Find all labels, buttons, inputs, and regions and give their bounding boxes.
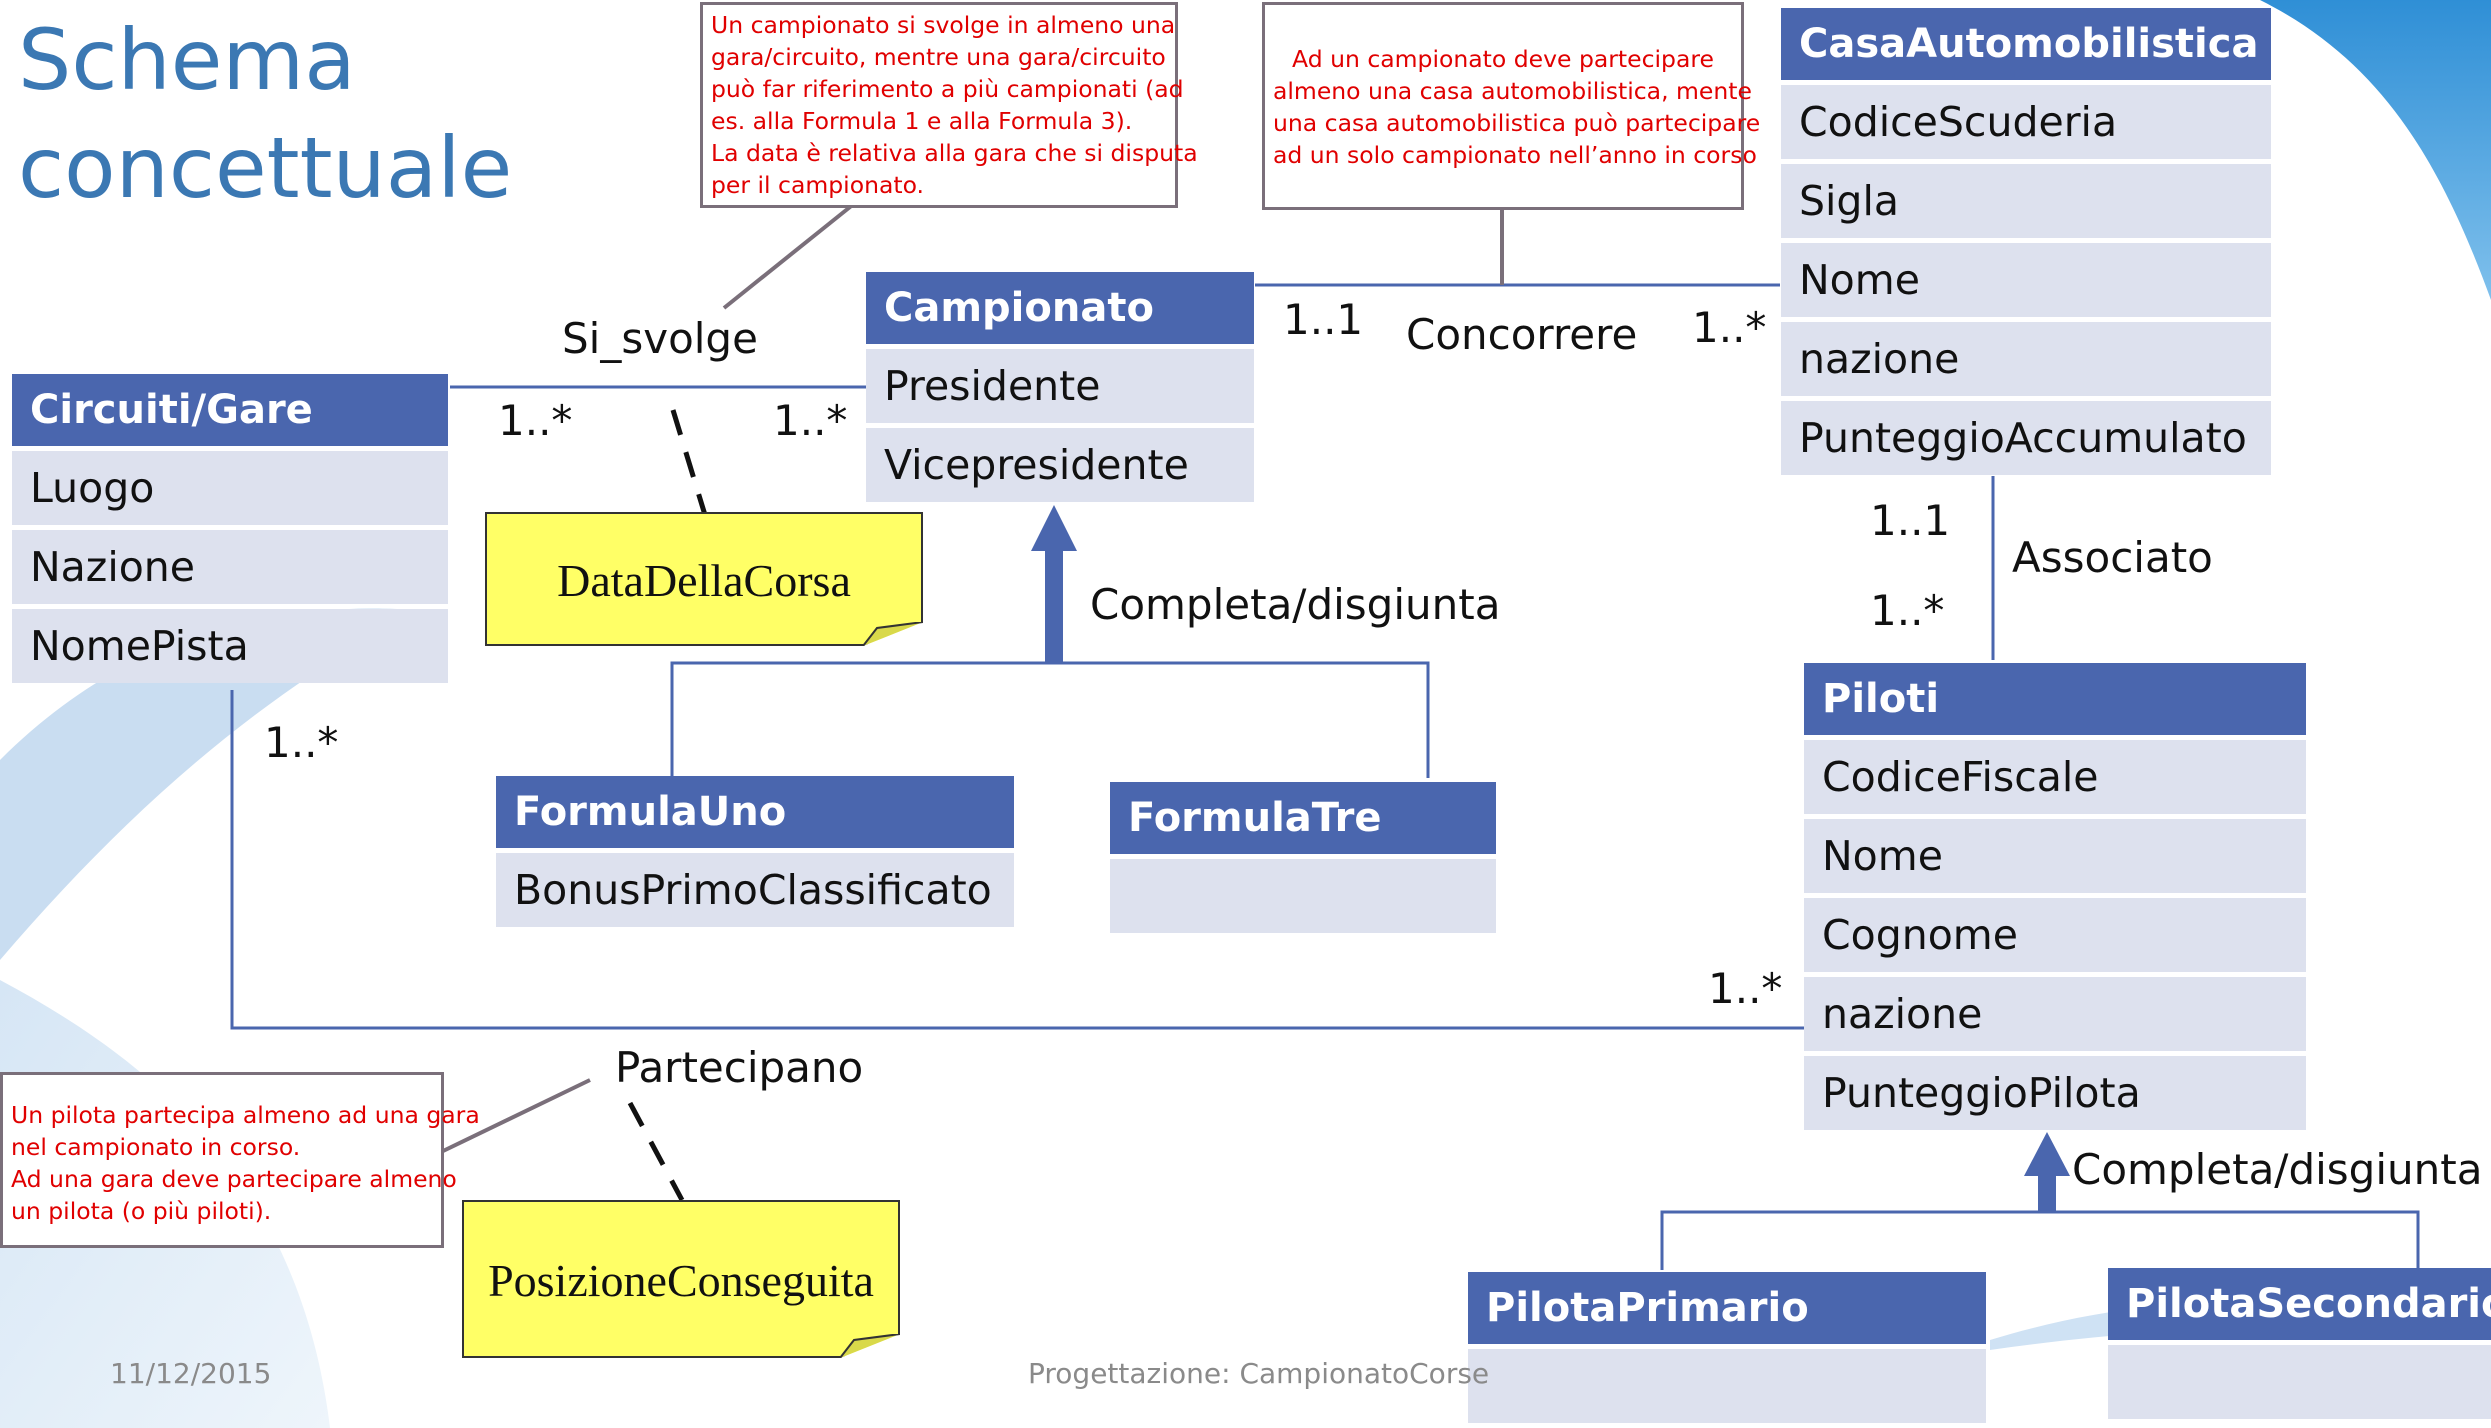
class-attribute: Cognome — [1804, 898, 2306, 972]
multiplicity-partecipano-piloti: 1..* — [1708, 964, 1783, 1013]
class-header: Campionato — [866, 272, 1254, 344]
note-line: nel campionato in corso. — [11, 1133, 301, 1161]
note-concorrere: Ad un campionato deve partecipare almeno… — [1262, 2, 1761, 210]
class-attribute: nazione — [1781, 322, 2271, 396]
data-della-corsa-dashed-link — [670, 409, 708, 516]
slide-title-line1: Schema — [18, 11, 356, 109]
association-concorrere-label: Concorrere — [1406, 310, 1638, 359]
note-line: Ad un campionato deve partecipare — [1292, 45, 1714, 73]
class-attribute: Nazione — [12, 530, 448, 604]
class-piloti[interactable]: Piloti CodiceFiscale Nome Cognome nazion… — [1804, 663, 2306, 1130]
association-class-posizione-conseguita: PosizioneConseguita — [462, 1200, 900, 1358]
page-fold-icon — [863, 622, 923, 646]
class-header: FormulaUno — [496, 776, 1014, 848]
page-fold-icon — [840, 1334, 900, 1358]
multiplicity-si-svolge-circuiti: 1..* — [498, 396, 573, 445]
note-si-svolge: Un campionato si svolge in almeno una ga… — [700, 2, 1198, 208]
generalization-piloti-label: Completa/disgiunta — [2072, 1145, 2483, 1194]
note-line: La data è relativa alla gara che si disp… — [711, 139, 1198, 167]
note-line: gara/circuito, mentre una gara/circuito — [711, 43, 1166, 71]
note-line: Ad una gara deve partecipare almeno — [11, 1165, 457, 1193]
class-pilota-secondario[interactable]: PilotaSecondario — [2108, 1268, 2491, 1419]
multiplicity-associato-piloti: 1..* — [1870, 586, 1945, 635]
class-circuiti-gare[interactable]: Circuiti/Gare Luogo Nazione NomePista — [12, 374, 448, 683]
class-casa-automobilistica[interactable]: CasaAutomobilistica CodiceScuderia Sigla… — [1781, 8, 2271, 475]
class-attribute-empty — [2108, 1345, 2491, 1419]
association-associato-label: Associato — [2012, 533, 2213, 582]
posizione-conseguita-dashed-link — [627, 1101, 685, 1202]
class-formula-uno[interactable]: FormulaUno BonusPrimoClassificato — [496, 776, 1014, 927]
class-attribute: Vicepresidente — [866, 428, 1254, 502]
class-attribute: CodiceScuderia — [1781, 85, 2271, 159]
multiplicity-associato-casa: 1..1 — [1870, 496, 1951, 545]
note-line: ad un solo campionato nell’anno in corso — [1273, 141, 1757, 169]
class-attribute: nazione — [1804, 977, 2306, 1051]
campionato-gen-stem — [1045, 540, 1063, 663]
note-line: per il campionato. — [711, 171, 925, 199]
association-class-label: DataDellaCorsa — [557, 555, 851, 606]
slide-title-line2: concettuale — [18, 119, 513, 217]
multiplicity-concorrere-casa: 1..* — [1692, 303, 1767, 352]
footer-text: Progettazione: CampionatoCorse — [1028, 1357, 1490, 1390]
class-attribute: Presidente — [866, 349, 1254, 423]
class-header: CasaAutomobilistica — [1781, 8, 2271, 80]
class-attribute-empty — [1468, 1349, 1986, 1423]
class-attribute: BonusPrimoClassificato — [496, 853, 1014, 927]
note-line: una casa automobilistica può partecipare — [1273, 109, 1761, 137]
association-si-svolge-label: Si_svolge — [562, 314, 758, 363]
class-attribute-empty — [1110, 859, 1496, 933]
class-header: Piloti — [1804, 663, 2306, 735]
footer-date: 11/12/2015 — [110, 1357, 272, 1390]
note-line: Un campionato si svolge in almeno una — [711, 11, 1176, 39]
association-class-data-della-corsa: DataDellaCorsa — [485, 512, 923, 646]
class-attribute: NomePista — [12, 609, 448, 683]
multiplicity-si-svolge-campionato: 1..* — [773, 396, 848, 445]
swoosh-top-right — [2260, 0, 2491, 300]
note-line: può far riferimento a più campionati (ad — [711, 75, 1184, 103]
note-partecipano: Un pilota partecipa almeno ad una gara n… — [0, 1072, 480, 1248]
multiplicity-concorrere-campionato: 1..1 — [1283, 295, 1364, 344]
campionato-generalization-branch — [670, 661, 1430, 792]
multiplicity-partecipano-circuiti: 1..* — [264, 718, 339, 767]
note-si-svolge-pointer — [722, 201, 857, 310]
note-line: es. alla Formula 1 e alla Formula 3). — [711, 107, 1133, 135]
swoosh-left — [0, 608, 420, 960]
class-attribute: PunteggioPilota — [1804, 1056, 2306, 1130]
class-attribute: Nome — [1781, 243, 2271, 317]
slide-title: Schema concettuale — [18, 6, 512, 222]
partecipano-line — [230, 690, 1804, 1030]
association-partecipano-label: Partecipano — [615, 1043, 864, 1092]
note-line: un pilota (o più piloti). — [11, 1197, 272, 1225]
class-header: FormulaTre — [1110, 782, 1496, 854]
association-class-label: PosizioneConseguita — [488, 1255, 874, 1306]
class-attribute: CodiceFiscale — [1804, 740, 2306, 814]
campionato-gen-arrowhead — [1031, 505, 1077, 551]
piloti-gen-arrowhead — [2024, 1132, 2070, 1176]
note-line: Un pilota partecipa almeno ad una gara — [11, 1101, 480, 1129]
class-attribute: Sigla — [1781, 164, 2271, 238]
class-attribute: PunteggioAccumulato — [1781, 401, 2271, 475]
note-partecipano-pointer — [440, 1078, 591, 1154]
class-header: Circuiti/Gare — [12, 374, 448, 446]
class-pilota-primario[interactable]: PilotaPrimario — [1468, 1272, 1986, 1423]
class-attribute: Luogo — [12, 451, 448, 525]
class-header: PilotaSecondario — [2108, 1268, 2491, 1340]
generalization-campionato-label: Completa/disgiunta — [1090, 580, 1501, 629]
piloti-generalization-branch — [1660, 1210, 2420, 1270]
class-header: PilotaPrimario — [1468, 1272, 1986, 1344]
class-formula-tre[interactable]: FormulaTre — [1110, 782, 1496, 933]
class-campionato[interactable]: Campionato Presidente Vicepresidente — [866, 272, 1254, 502]
class-attribute: Nome — [1804, 819, 2306, 893]
note-line: almeno una casa automobilistica, mente — [1273, 77, 1752, 105]
